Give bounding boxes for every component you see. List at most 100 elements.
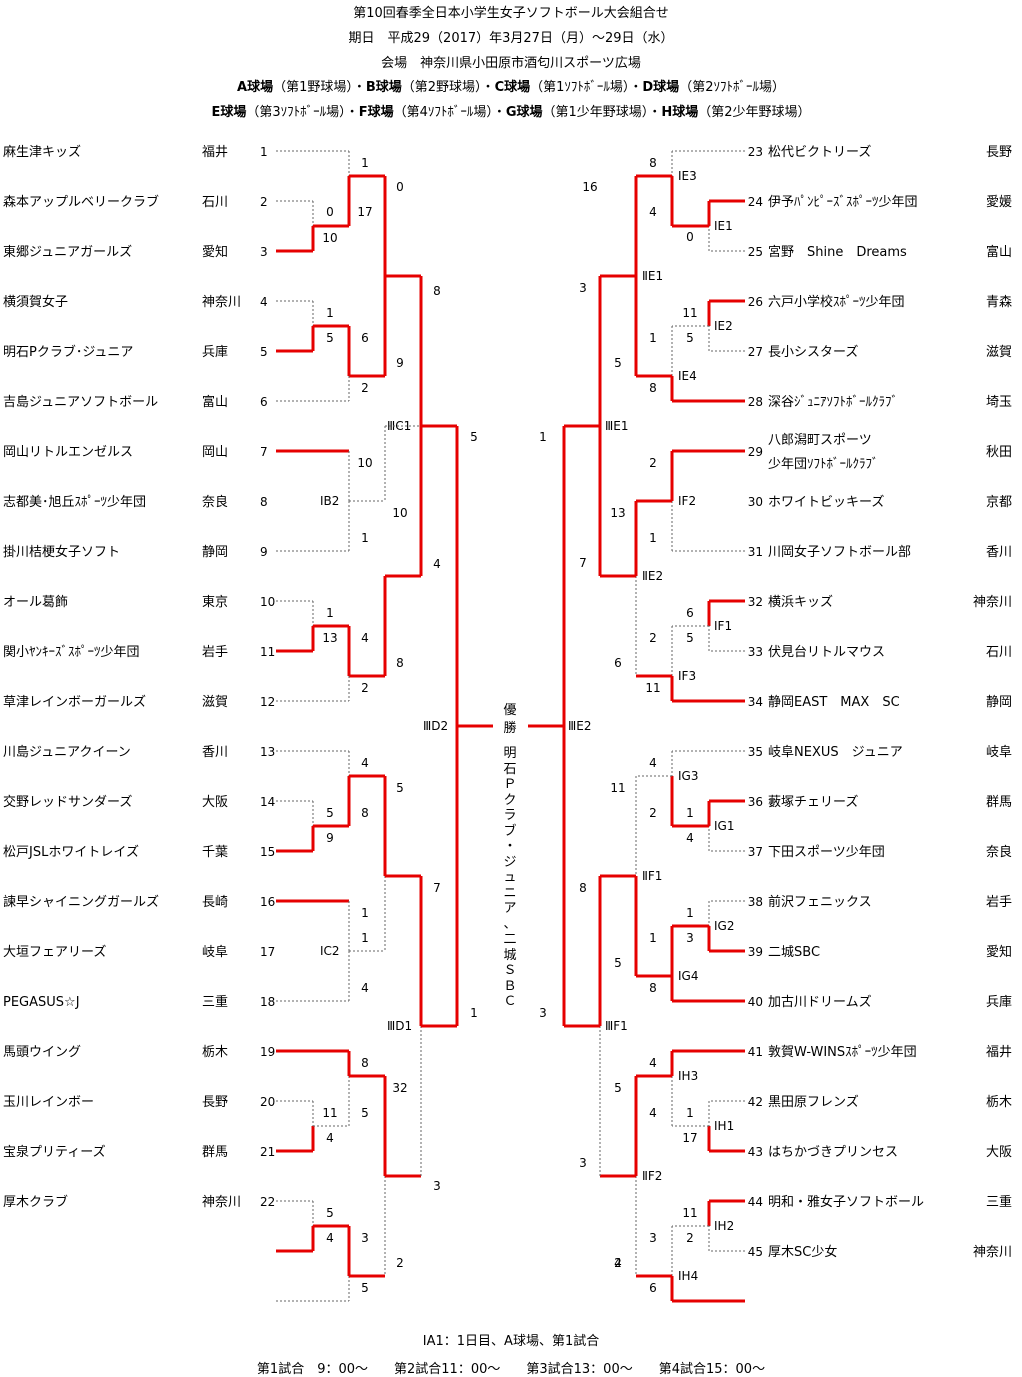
score: 2 bbox=[649, 456, 657, 470]
team-prefecture: 石川 bbox=[986, 645, 1012, 660]
team-number: 9 bbox=[260, 545, 268, 559]
team-number: 2 bbox=[260, 195, 268, 209]
score: 3 bbox=[579, 281, 587, 295]
tournament-title: 第10回春季全日本小学生女子ソフトボール大会組合せ bbox=[353, 6, 669, 21]
team-name: オール葛飾 bbox=[3, 595, 68, 610]
score: 5 bbox=[614, 956, 622, 970]
score: 8 bbox=[649, 156, 657, 170]
score: 0 bbox=[686, 230, 694, 244]
game-code: ⅠH4 bbox=[678, 1269, 698, 1283]
score: 1 bbox=[470, 1006, 478, 1020]
score: 5 bbox=[361, 1106, 369, 1120]
field-name: B球場 bbox=[365, 80, 402, 95]
score: 6 bbox=[614, 656, 622, 670]
team-number: 32 bbox=[748, 595, 763, 609]
score: 5 bbox=[361, 1281, 369, 1295]
score: 7 bbox=[433, 881, 441, 895]
team-number: 28 bbox=[748, 395, 763, 409]
team-prefecture: 兵庫 bbox=[986, 995, 1012, 1010]
game-code: ⅡF1 bbox=[642, 869, 662, 883]
team-name: 森本アップルベリークラブ bbox=[3, 194, 159, 210]
team-number: 13 bbox=[260, 745, 275, 759]
score: 3 bbox=[361, 1231, 369, 1245]
team-name: 藪塚チェリーズ bbox=[768, 794, 858, 810]
team-prefecture: 富山 bbox=[986, 244, 1012, 260]
team-prefecture: 栃木 bbox=[986, 1095, 1012, 1110]
team-name: 馬頭ウイング bbox=[3, 1045, 81, 1060]
score: 13 bbox=[610, 506, 625, 520]
field-desc: （第2野球場）・ bbox=[401, 80, 495, 95]
field-desc: （第2少年野球場） bbox=[698, 105, 811, 120]
game-code-legend: ⅠA1：1日目、A球場、第1試合 bbox=[422, 1334, 600, 1349]
score: 3 bbox=[579, 1156, 587, 1170]
team-number: 6 bbox=[260, 395, 268, 409]
team-name: 松代ビクトリーズ bbox=[768, 144, 871, 160]
team-prefecture: 大阪 bbox=[986, 1145, 1012, 1160]
team-number: 19 bbox=[260, 1045, 275, 1059]
team-prefecture: 神奈川 bbox=[202, 295, 241, 310]
team-number: 5 bbox=[260, 345, 268, 359]
score: 17 bbox=[682, 1131, 697, 1145]
team-prefecture: 大阪 bbox=[202, 795, 228, 810]
team-name: ホワイトビッキーズ bbox=[768, 494, 884, 510]
score: 11 bbox=[610, 781, 625, 795]
score: 1 bbox=[361, 531, 369, 545]
team-number: 29 bbox=[748, 445, 763, 459]
team-prefecture: 福井 bbox=[202, 145, 228, 160]
team-name: 松戸JSLホワイトレイズ bbox=[3, 844, 139, 860]
team-name: 岡山リトルエンゼルス bbox=[3, 445, 133, 460]
team-name: 大垣フェアリーズ bbox=[3, 944, 106, 960]
team-name: 敦賀W-WINSｽﾎﾟｰﾂ少年団 bbox=[768, 1044, 917, 1060]
score: 1 bbox=[361, 906, 369, 920]
team-name: 長小シスターズ bbox=[768, 344, 858, 360]
field-desc: （第3ｿﾌﾄﾎﾞｰﾙ場）・ bbox=[246, 105, 359, 120]
champion-label: 優勝 bbox=[503, 703, 517, 736]
score: 1 bbox=[649, 531, 657, 545]
team-number: 31 bbox=[748, 545, 763, 559]
team-number: 27 bbox=[748, 345, 763, 359]
score: 1 bbox=[686, 1106, 694, 1120]
field-desc: （第2ｿﾌﾄﾎﾞｰﾙ場） bbox=[679, 80, 785, 95]
game-code: ⅠF1 bbox=[714, 619, 732, 633]
team-prefecture: 神奈川 bbox=[973, 1245, 1012, 1260]
score: 4 bbox=[686, 831, 694, 845]
team-name: 東郷ジュニアガールズ bbox=[3, 244, 132, 260]
score: 1 bbox=[539, 430, 547, 444]
score: 1 bbox=[326, 306, 334, 320]
field-name: C球場 bbox=[494, 80, 531, 95]
team-name: 掛川桔梗女子ソフト bbox=[3, 544, 120, 560]
game-code: ⅠE1 bbox=[714, 219, 733, 233]
score: 2 bbox=[396, 1256, 404, 1270]
field-desc: （第4ｿﾌﾄﾎﾞｰﾙ場）・ bbox=[393, 105, 506, 120]
tournament-venue: 会場 神奈川県小田原市酒匂川スポーツ広場 bbox=[381, 56, 641, 71]
score: 4 bbox=[326, 1231, 334, 1245]
score: 10 bbox=[357, 456, 372, 470]
game-code: ⅠE4 bbox=[678, 369, 697, 383]
game-code: ⅢD2 bbox=[423, 719, 448, 733]
team-prefecture: 愛知 bbox=[986, 944, 1012, 960]
game-code: ⅢC1 bbox=[387, 419, 411, 433]
team-prefecture: 三重 bbox=[202, 994, 228, 1010]
team-prefecture: 福井 bbox=[986, 1045, 1012, 1060]
team-prefecture: 神奈川 bbox=[973, 595, 1012, 610]
team-prefecture: 群馬 bbox=[986, 795, 1012, 810]
score: 4 bbox=[649, 205, 657, 219]
score: 4 bbox=[649, 756, 657, 770]
score: 5 bbox=[326, 331, 334, 345]
team-number: 12 bbox=[260, 695, 275, 709]
score: 2 bbox=[686, 1231, 694, 1245]
score: 11 bbox=[322, 1106, 337, 1120]
team-name: 少年団ｿﾌﾄﾎﾞｰﾙｸﾗﾌﾞ bbox=[768, 457, 879, 472]
team-number: 42 bbox=[748, 1095, 763, 1109]
team-number: 45 bbox=[748, 1245, 763, 1259]
team-prefecture: 長崎 bbox=[202, 895, 228, 910]
team-prefecture: 東京 bbox=[202, 594, 228, 610]
team-name: 厚木SC少女 bbox=[768, 1244, 837, 1260]
field-name: H球場 bbox=[661, 105, 699, 120]
team-prefecture: 岩手 bbox=[986, 895, 1012, 910]
score: 2 bbox=[614, 1256, 622, 1270]
team-prefecture: 群馬 bbox=[202, 1145, 228, 1160]
